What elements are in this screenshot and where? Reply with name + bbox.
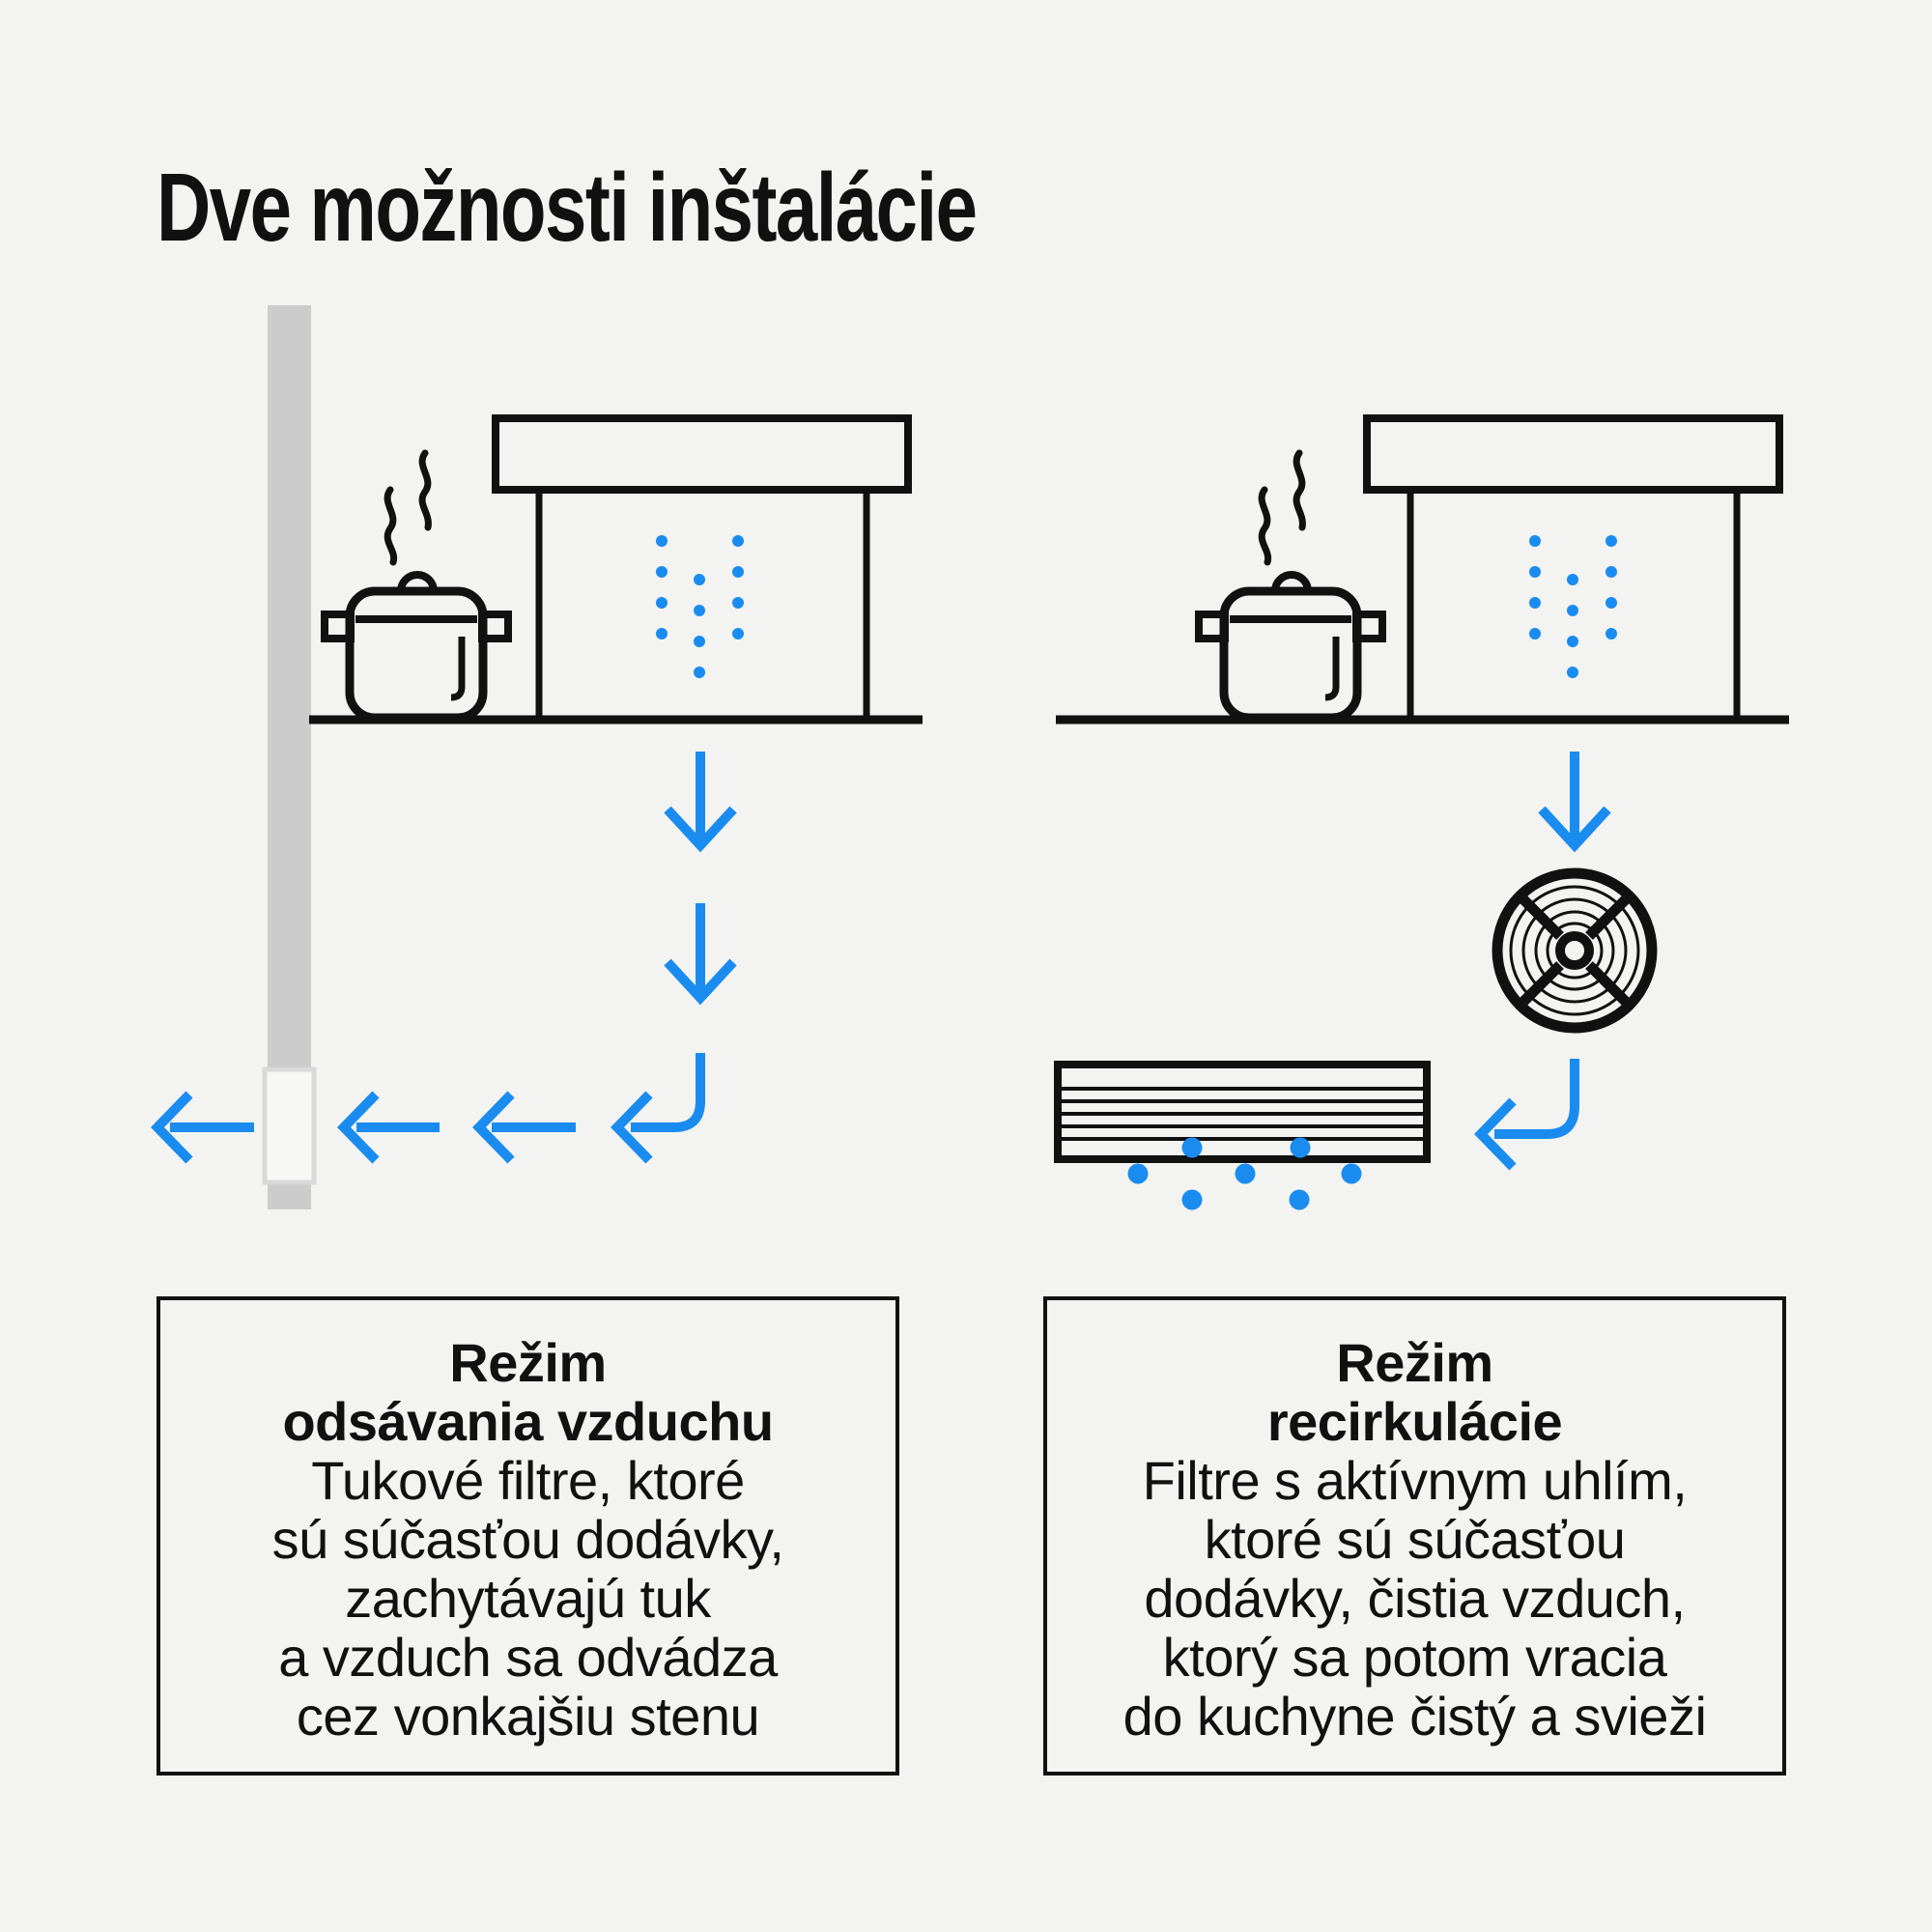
elbow-arrow-icon bbox=[611, 1053, 705, 1164]
recirculation-diagram bbox=[1054, 414, 1789, 1210]
hood-canopy bbox=[492, 414, 912, 494]
caption-line: Filtre s aktívnym uhlím, bbox=[1142, 1450, 1688, 1511]
hood-canopy bbox=[1363, 414, 1783, 494]
pot-handle-left bbox=[1195, 611, 1229, 642]
fan-icon bbox=[1492, 867, 1658, 1034]
caption-line: sú súčasťou dodávky, bbox=[271, 1509, 784, 1570]
arrow-left-icon bbox=[337, 1091, 440, 1164]
wall-outlet-icon bbox=[262, 1066, 317, 1185]
pot-icon bbox=[1195, 571, 1386, 723]
pot-knob bbox=[397, 571, 438, 592]
steam-icon bbox=[384, 449, 432, 566]
arrow-left-icon bbox=[472, 1091, 576, 1164]
suction-dots bbox=[656, 535, 744, 678]
extraction-diagram bbox=[151, 305, 923, 1209]
pot-body bbox=[345, 586, 488, 723]
arrow-down-icon bbox=[664, 752, 737, 853]
caption-line: ktorý sa potom vracia bbox=[1162, 1627, 1667, 1688]
pot-body bbox=[1219, 586, 1362, 723]
pot-handle-left bbox=[321, 611, 355, 642]
pot-highlight bbox=[450, 637, 466, 701]
pot-handle-right bbox=[1352, 611, 1386, 642]
hood-icon bbox=[1363, 414, 1783, 720]
carbon-filter-icon bbox=[1054, 1061, 1431, 1163]
steam-icon bbox=[1258, 449, 1306, 566]
caption-line: cez vonkajšiu stenu bbox=[296, 1686, 760, 1747]
caption-title-line: recirkulácie bbox=[1266, 1391, 1563, 1452]
caption-line: Tukové filtre, ktoré bbox=[311, 1450, 745, 1511]
caption-line: dodávky, čistia vzduch, bbox=[1144, 1568, 1686, 1629]
caption-line: do kuchyne čistý a svieži bbox=[1122, 1686, 1707, 1747]
elbow-arrow-icon bbox=[1474, 1059, 1579, 1171]
arrow-down-icon bbox=[664, 903, 737, 1006]
recirculation-caption-box: Režim recirkulácie Filtre s aktívnym uhl… bbox=[1043, 1296, 1786, 1776]
arrow-left-icon bbox=[151, 1091, 254, 1164]
pot-handle-right bbox=[478, 611, 512, 642]
wall-duct bbox=[268, 305, 311, 1069]
caption-line: zachytávajú tuk bbox=[345, 1568, 711, 1629]
suction-dots bbox=[1529, 535, 1617, 678]
wall-duct-lower bbox=[268, 1182, 311, 1209]
caption-line: ktoré sú súčasťou bbox=[1204, 1509, 1626, 1570]
installation-diagrams bbox=[151, 305, 1789, 1210]
clean-air-dots bbox=[1127, 1137, 1362, 1210]
extraction-caption-box: Režim odsávania vzduchu Tukové filtre, k… bbox=[156, 1296, 899, 1776]
caption-title-line: odsávania vzduchu bbox=[282, 1391, 774, 1452]
arrow-down-icon bbox=[1538, 752, 1611, 853]
hood-icon bbox=[492, 414, 912, 720]
caption-line: a vzduch sa odvádza bbox=[278, 1627, 778, 1688]
page-title: Dve možnosti inštalácie bbox=[156, 154, 978, 262]
caption-title-line: Režim bbox=[1336, 1332, 1493, 1393]
pot-knob bbox=[1271, 571, 1312, 592]
caption-title-line: Režim bbox=[449, 1332, 607, 1393]
pot-icon bbox=[321, 571, 512, 723]
fan-hub bbox=[1555, 931, 1594, 970]
pot-highlight bbox=[1324, 637, 1340, 701]
